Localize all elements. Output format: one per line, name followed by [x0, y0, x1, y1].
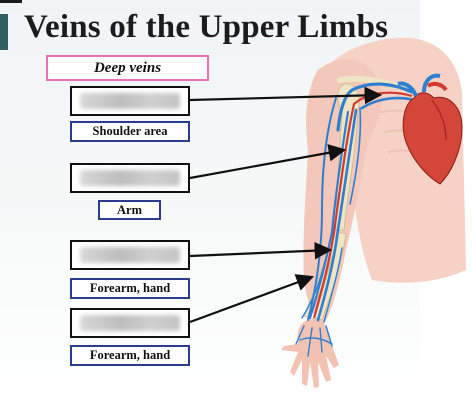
arrow-3 — [189, 241, 333, 260]
heart-icon — [397, 73, 463, 185]
answer-field-4[interactable] — [70, 308, 190, 338]
hidden-answer-3 — [80, 247, 180, 263]
hidden-answer-4 — [80, 315, 180, 331]
accent-bar — [0, 0, 22, 3]
answer-field-3[interactable] — [70, 240, 190, 270]
label-forearm-hand-1: Forearm, hand — [70, 278, 190, 299]
page-title: Veins of the Upper Limbs — [24, 9, 389, 45]
label-shoulder-area: Shoulder area — [70, 121, 190, 142]
arrow-2 — [189, 144, 347, 180]
label-forearm-hand-2: Forearm, hand — [70, 345, 190, 366]
hand — [281, 318, 339, 388]
arrow-1 — [189, 86, 383, 105]
label-arm: Arm — [98, 200, 161, 220]
hidden-answer-1 — [80, 93, 180, 109]
hidden-answer-2 — [80, 170, 180, 186]
arrow-4 — [189, 274, 315, 324]
accent-tab — [0, 14, 8, 50]
answer-field-1[interactable] — [70, 86, 190, 116]
answer-field-2[interactable] — [70, 163, 190, 193]
deep-veins-header: Deep veins — [46, 55, 209, 81]
